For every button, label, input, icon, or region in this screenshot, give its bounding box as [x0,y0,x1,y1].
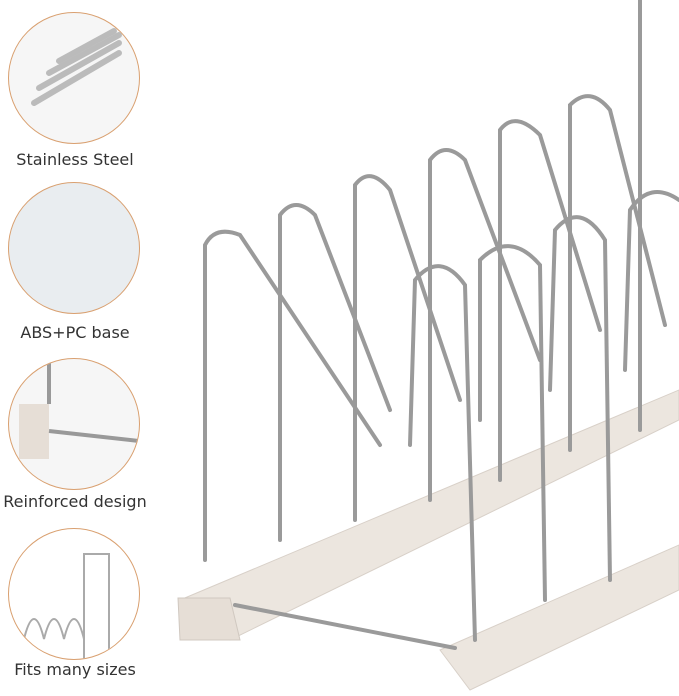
plastic-pellets-icon [8,182,140,314]
base-joint-icon [8,358,140,490]
feature-label: ABS+PC base [20,323,130,342]
rack-sizes-icon [8,528,140,660]
feature-label: Fits many sizes [14,660,136,679]
feature-label: Reinforced design [3,492,147,511]
feature-label: Stainless Steel [16,150,134,169]
steel-rods-icon [8,12,140,144]
